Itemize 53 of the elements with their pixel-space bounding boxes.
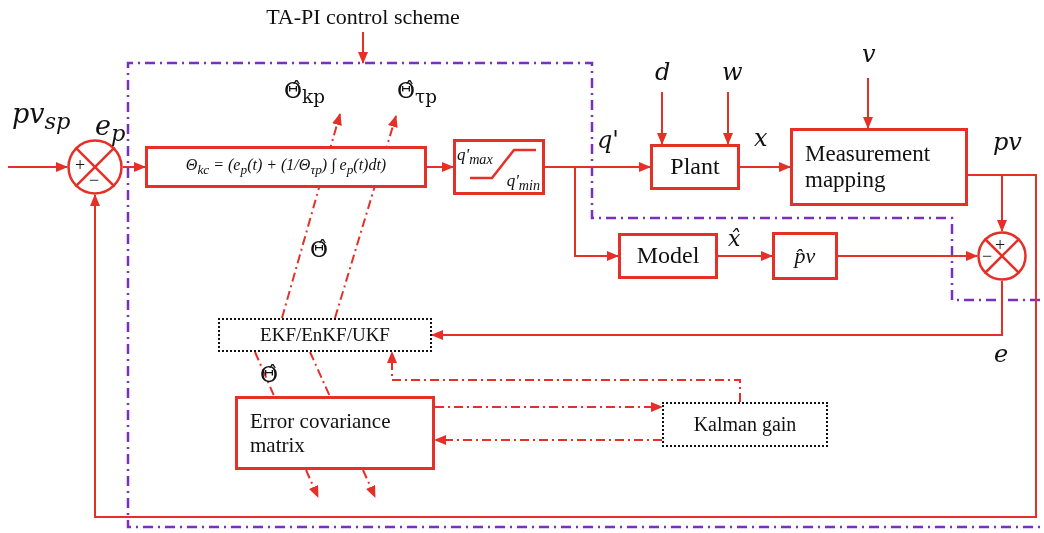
process-box <box>145 146 427 188</box>
edge-label: Θ̂$_{kp}$ <box>284 78 325 109</box>
limit-label: q'$_{max}$ <box>457 146 493 167</box>
signal-arrow <box>723 91 733 145</box>
signal-label: Θ̂ <box>260 362 279 389</box>
scheme-title: TA-PI control scheme <box>266 4 460 29</box>
box-text: Plant <box>670 153 720 181</box>
signal-arrow <box>431 280 1003 340</box>
edge-label: v <box>862 40 876 69</box>
box-text: Model <box>636 242 700 270</box>
box-text: Θ$_{kc}$ = (e$_{p}$(t) + (1/Θ$_{τp}$) ∫ e$_{p}$(t)dt) <box>185 156 387 178</box>
box-text: Kalman gain <box>693 413 797 436</box>
signal-arrow <box>122 162 146 172</box>
limit-label: q'$_{min}$ <box>506 172 540 193</box>
signal-arrow <box>739 162 791 172</box>
saturation-block <box>453 139 545 195</box>
edge-label: w <box>722 58 743 87</box>
process-box <box>235 396 435 470</box>
dash-dot-arrow <box>387 351 741 403</box>
sign-label: − <box>982 247 993 265</box>
signal-arrow <box>7 162 68 172</box>
estimator-box <box>662 402 828 447</box>
edge-label: pv <box>993 128 1022 157</box>
edge-label: e$_{p}$ <box>95 110 126 148</box>
box-text: p̂v <box>794 243 816 269</box>
sign-label: + <box>75 156 86 174</box>
edge-label: d <box>655 58 671 87</box>
edge-label: q' <box>597 126 619 155</box>
edge-label: e <box>994 340 1009 369</box>
dash-dot-arrow <box>305 469 319 498</box>
signal-label: Θ̂ <box>310 237 329 264</box>
sign-label: − <box>89 171 100 189</box>
sign-label: + <box>995 236 1006 254</box>
edge-label: pv$_{sp}$ <box>12 98 71 136</box>
box-text: Measurement mapping <box>805 140 932 194</box>
signal-arrow <box>863 77 873 129</box>
dash-dot-arrow <box>434 435 663 445</box>
edge-label: Θ̂$_{τp}$ <box>397 78 437 109</box>
box-text: Error covariance matrix <box>250 408 392 458</box>
box-text: EKF/EnKF/UKF <box>260 324 390 346</box>
edge-label: x̂ <box>728 226 741 253</box>
signal-arrow <box>358 31 368 64</box>
dash-dot-arrow <box>362 469 376 498</box>
dash-dot-arrow <box>434 402 663 412</box>
signal-arrow <box>544 166 619 261</box>
signal-arrow <box>657 91 667 145</box>
control-scheme-region <box>128 63 1040 527</box>
signal-arrow <box>837 251 978 261</box>
edge-label: x <box>754 124 768 153</box>
signal-arrow <box>717 251 773 261</box>
estimator-box <box>218 318 432 352</box>
signal-arrow <box>90 174 1037 518</box>
signal-arrow <box>426 162 454 172</box>
